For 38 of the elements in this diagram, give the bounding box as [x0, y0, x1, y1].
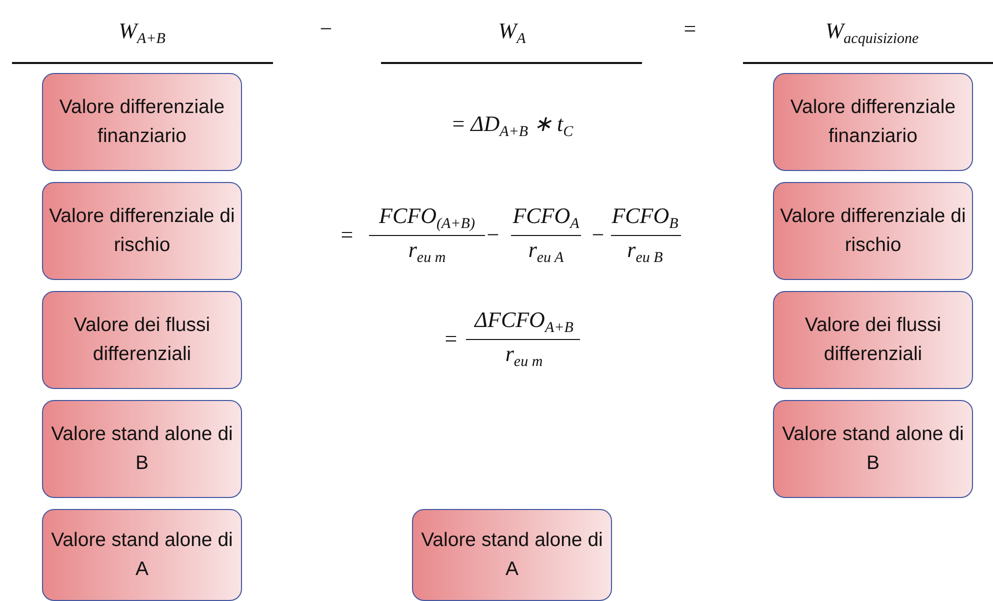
value-box	[42, 509, 242, 601]
box-label: Valore stand alone di A	[50, 528, 234, 582]
value-box	[412, 509, 612, 601]
value-box	[42, 291, 242, 389]
value-box	[773, 400, 973, 498]
formula-term: FCFO$_{(A+B)}$	[379, 203, 475, 233]
formula-term: W$_{A}$	[498, 18, 526, 48]
box-label: Valore differenziale di rischio	[48, 204, 236, 258]
formula-term: r$_{eu B}$	[627, 237, 663, 267]
formula-term: FCFO$_{A}$	[512, 203, 580, 233]
box-label: Valore differenziale finanziario	[58, 95, 226, 149]
formula-term: r$_{eu m}$	[505, 341, 543, 371]
formula-term: ΔFCFO$_{A+B}$	[474, 307, 574, 337]
box-label: Valore stand alone di B	[50, 422, 234, 476]
math-operator: =	[444, 326, 458, 352]
box-label: Valore dei flussi differenziali	[72, 313, 212, 367]
math-operator: −	[486, 222, 500, 248]
box-label: Valore stand alone di A	[420, 528, 604, 582]
box-label: Valore differenziale di rischio	[779, 204, 967, 258]
formula-term: W$_{A+B}$	[118, 18, 166, 48]
value-box	[773, 182, 973, 280]
math-operator: −	[320, 16, 332, 42]
value-box	[42, 182, 242, 280]
value-box	[42, 73, 242, 171]
value-box	[42, 400, 242, 498]
math-operator: −	[592, 222, 604, 248]
formula-term: r$_{eu m}$	[408, 237, 446, 267]
box-label: Valore stand alone di B	[781, 422, 965, 476]
formula-term: FCFO$_{B}$	[612, 203, 678, 233]
box-label: Valore dei flussi differenziali	[804, 313, 942, 367]
math-operator: =	[340, 222, 354, 248]
value-box	[773, 291, 973, 389]
box-label: Valore differenziale finanziario	[789, 95, 957, 149]
math-operator: =	[684, 16, 696, 42]
formula-term: W$_{acquisizione}$	[825, 18, 919, 48]
formula-term: = ΔD$_{A+B}$ ∗ t$_{C}$	[450, 111, 574, 141]
formula-term: r$_{eu A}$	[528, 237, 564, 267]
value-box	[773, 73, 973, 171]
